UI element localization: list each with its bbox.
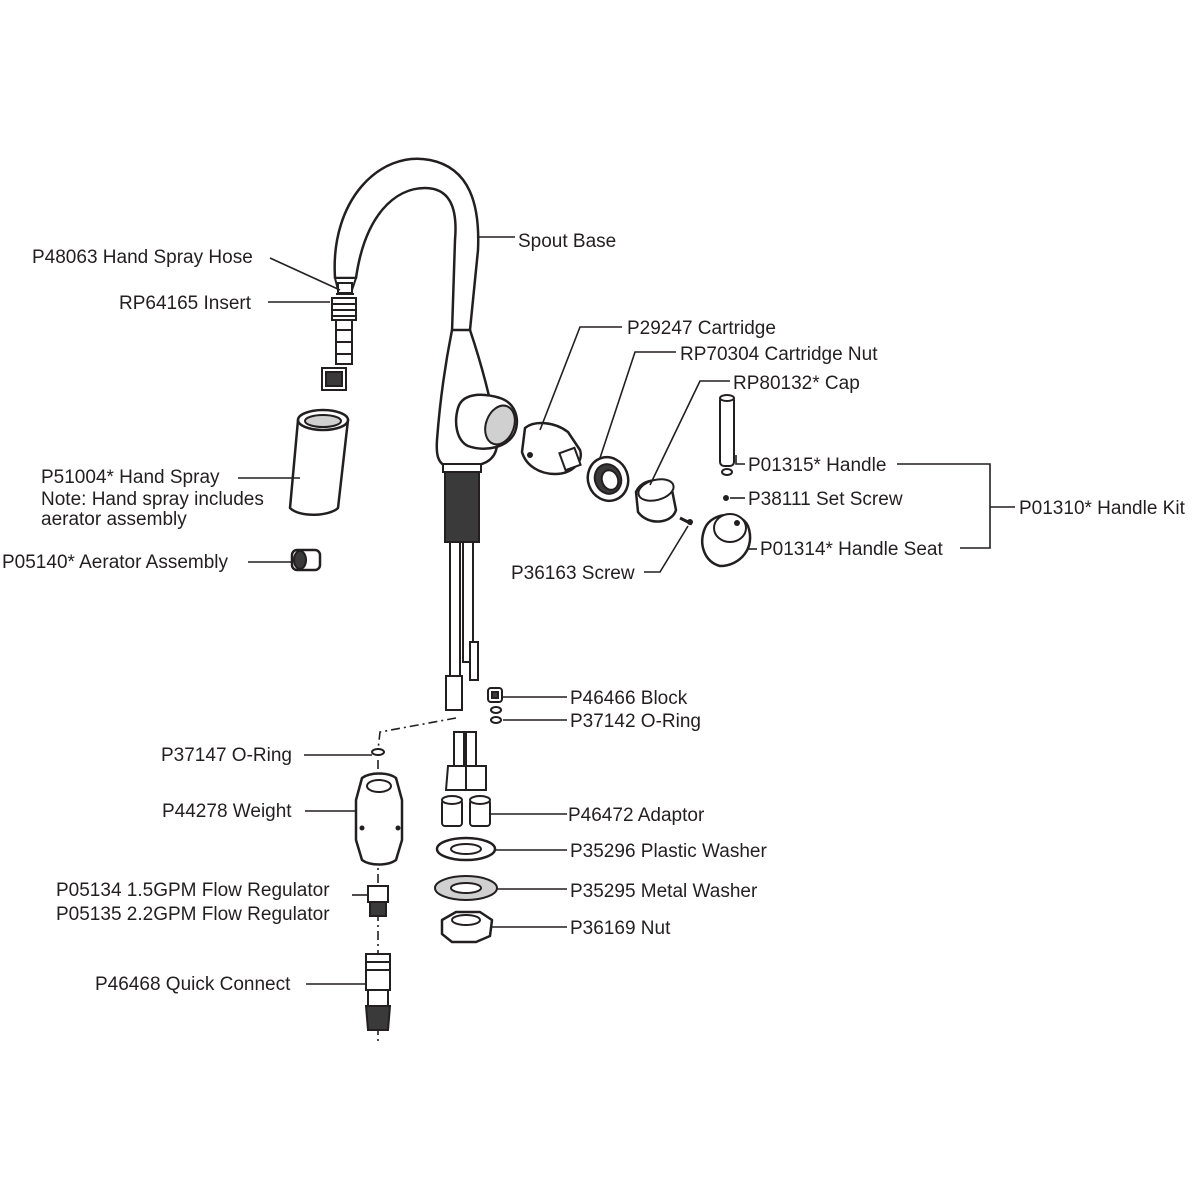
metal-washer-part	[434, 875, 498, 901]
spout-base-part	[333, 157, 519, 791]
cap-part	[634, 478, 678, 523]
label-quick-connect: P46468 Quick Connect	[95, 974, 291, 995]
label-handle-kit: P01310* Handle Kit	[1019, 498, 1186, 519]
label-nut: P36169 Nut	[570, 918, 671, 939]
screw-part	[679, 516, 693, 526]
label-flow-regulator-22: P05135 2.2GPM Flow Regulator	[56, 904, 330, 925]
label-metal-washer: P35295 Metal Washer	[570, 881, 758, 902]
leader-lines	[238, 236, 1015, 985]
label-insert: RP64165 Insert	[119, 293, 252, 314]
quick-connect-part	[364, 953, 392, 1031]
o-ring-p37147-part	[371, 748, 385, 756]
insert-part	[321, 297, 357, 391]
set-screw-part	[723, 495, 729, 501]
label-o-ring-p37147: P37147 O-Ring	[161, 745, 292, 766]
label-hand-spray: P51004* Hand Spray	[41, 467, 220, 488]
label-handle: P01315* Handle	[748, 455, 886, 476]
label-cap: RP80132* Cap	[733, 373, 860, 394]
handle-part	[719, 394, 735, 476]
assembly-axis-upper	[377, 717, 457, 751]
label-hand-spray-note-1: Note: Hand spray includes	[41, 489, 264, 510]
plastic-washer-part	[435, 836, 497, 862]
o-ring-p37142-part	[490, 706, 502, 724]
label-flow-regulator-15: P05134 1.5GPM Flow Regulator	[56, 880, 330, 901]
label-plastic-washer: P35296 Plastic Washer	[570, 841, 767, 862]
label-adaptor: P46472 Adaptor	[568, 805, 705, 826]
nut-part	[440, 910, 494, 944]
label-screw: P36163 Screw	[511, 563, 635, 584]
label-aerator-assembly: P05140* Aerator Assembly	[2, 552, 229, 573]
label-cartridge: P29247 Cartridge	[627, 318, 776, 339]
hand-spray-part	[288, 408, 350, 516]
cartridge-nut-part	[586, 455, 630, 503]
label-o-ring-p37142: P37142 O-Ring	[570, 711, 701, 732]
adaptor-part	[441, 795, 491, 827]
cartridge-part	[520, 421, 583, 476]
label-set-screw: P38111 Set Screw	[748, 489, 903, 510]
label-weight: P44278 Weight	[162, 801, 292, 822]
weight-part	[354, 772, 404, 866]
label-cartridge-nut: RP70304 Cartridge Nut	[680, 344, 878, 365]
label-hand-spray-note-2: aerator assembly	[41, 509, 187, 530]
handle-seat-part	[701, 513, 752, 568]
flow-regulator-part	[367, 885, 389, 917]
block-part	[487, 687, 503, 703]
aerator-assembly-part	[290, 548, 322, 572]
label-hand-spray-hose: P48063 Hand Spray Hose	[32, 247, 253, 268]
label-spout-base: Spout Base	[518, 231, 616, 252]
label-block: P46466 Block	[570, 688, 688, 709]
label-handle-seat: P01314* Handle Seat	[760, 539, 943, 560]
